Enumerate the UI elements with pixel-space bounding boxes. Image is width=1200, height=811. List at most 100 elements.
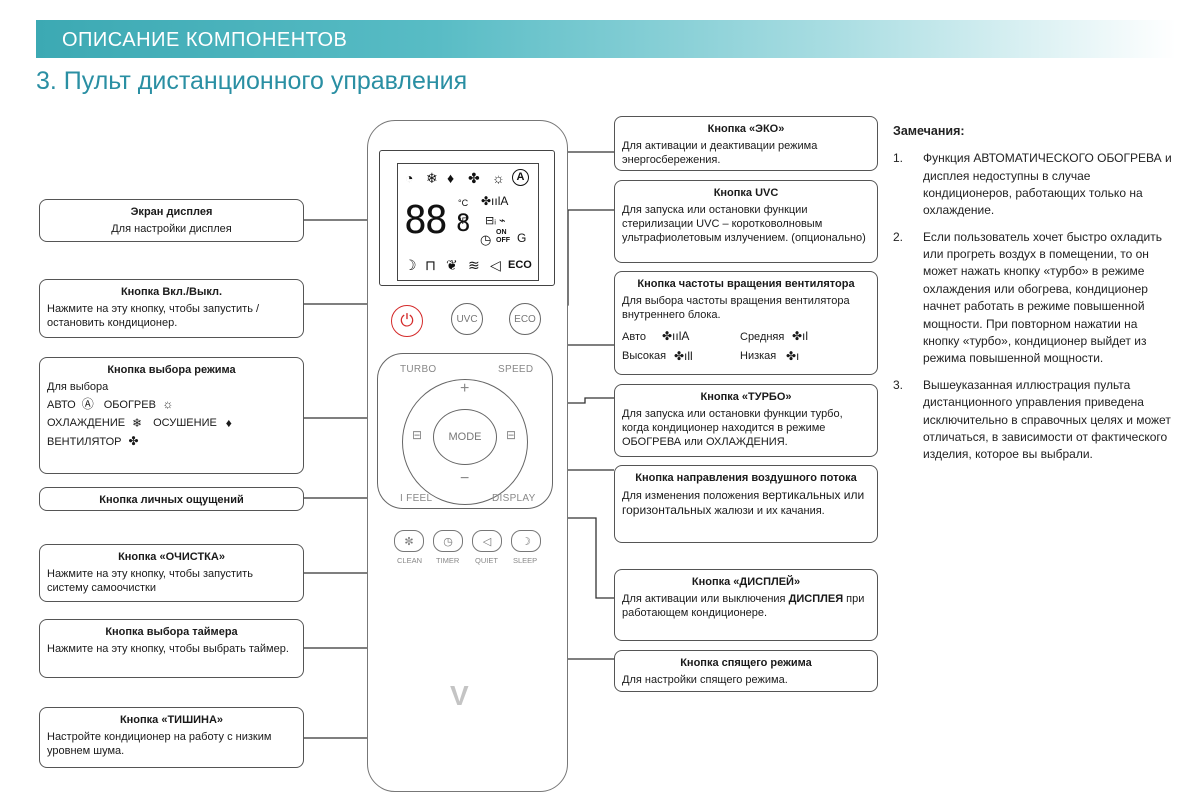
lcd-display: ◔ ❄ ♦ ✤ ☼ A 88 8 °C °F ✤ıılA ⊟ᵢ ⌁ ◷ ON O… [397,163,539,281]
callout-eco-button: Кнопка «ЭКО» Для активации и деактивации… [614,116,878,171]
fan-speed-icon: ✤ıılA [481,194,509,208]
callout-display-screen: Экран дисплея Для настройки дисплея [39,199,304,242]
note-text: Вышеуказанная иллюстрация пульта дистанц… [923,377,1171,462]
display-button[interactable]: DISPLAY [492,493,536,504]
wifi-icon: ◔ [405,170,414,186]
lcd-temperature-digits: 88 [404,198,448,242]
sun-icon: ☼ [162,397,174,412]
quiet-label: QUIET [475,556,498,565]
callout-title: Кнопка «ОЧИСТКА» [118,551,225,563]
mode-cool-label: ОХЛАЖДЕНИЕ [47,417,126,430]
heat-waves-icon: ≋ [468,257,480,273]
mode-auto-label: АВТО [47,398,76,411]
mute-icon: ◁ [482,535,492,548]
lcd-celsius: °C [458,198,469,208]
callout-desc-part: Для изменения положения [622,490,763,503]
callout-title: Кнопка «ТИШИНА» [119,714,224,726]
mode-dry-label: ОСУШЕНИЕ [153,417,217,430]
sleep-moon-icon: ☽ [404,257,417,273]
callout-mode-button: Кнопка выбора режима Для выбора АВТО Ⓐ О… [39,357,304,474]
callout-swing-button: Кнопка направления воздушного потока Для… [614,465,878,543]
brand-logo-icon: V [450,680,469,711]
lock-icon: ⊓ [425,257,436,273]
fan-icon: ✤ [128,433,139,448]
speed-high-label: Высокая [622,350,667,363]
clean-button[interactable]: ✼ [394,530,424,552]
section-banner: ОПИСАНИЕ КОМПОНЕНТОВ [36,20,1176,58]
callout-title: Кнопка «ДИСПЛЕЙ» [691,576,801,588]
right-swing-icon[interactable]: ⊟ [506,428,517,442]
mode-button[interactable]: MODE [433,409,497,465]
callout-title: Кнопка спящего режима [680,657,812,669]
callout-intro: Для выбора [47,381,109,394]
callout-desc-part: при работающем кондиционере. [622,593,865,620]
note-number: 1. [893,151,904,166]
callout-title: Кнопка личных ощущений [99,494,244,506]
droplet-icon: ♦ [225,415,232,430]
auto-a-icon: Ⓐ [81,397,94,412]
callout-desc: Настройте кондиционер на работу с низким… [47,731,272,758]
callout-speed-button: Кнопка частоты вращения вентилятора Для … [614,271,878,375]
callout-desc: Нажмите на эту кнопку, чтобы запустить с… [47,568,253,595]
callout-clean-button: Кнопка «ОЧИСТКА» Нажмите на эту кнопку, … [39,544,304,602]
uvc-button[interactable]: UVC [451,303,483,335]
droplet-icon: ♦ [447,170,455,186]
power-button[interactable]: ⏻ [391,305,423,337]
snowflake-icon: ❄ [132,415,143,430]
banner-title: ОПИСАНИЕ КОМПОНЕНТОВ [62,29,348,51]
callout-desc: Для активации и деактивации режима энерг… [622,140,818,167]
lcd-fahrenheit: °F [458,216,468,226]
note-item: 2. Если пользователь хочет быстро охлади… [893,229,1173,368]
callout-desc: Для запуска или остановки функции турбо,… [622,408,843,449]
callout-turbo-button: Кнопка «ТУРБО» Для запуска или остановки… [614,384,878,457]
callout-ifeel-button: Кнопка личных ощущений [39,487,304,511]
lcd-eco: ECO [508,259,532,271]
leaf-icon: ❦ [446,257,458,273]
plus-button[interactable]: + [460,380,470,397]
speed-button[interactable]: SPEED [498,364,534,375]
fan-speed-high-icon: ✤ıll [674,348,693,363]
lcd-on: ON [496,229,507,236]
lcd-g: G [517,231,527,245]
notes-panel: Замечания: 1. Функция АВТОМАТИЧЕСКОГО ОБ… [893,122,1173,473]
note-number: 3. [893,377,904,392]
clean-icon: ✼ [404,535,414,548]
callout-desc: Для настройки дисплея [111,223,232,236]
callout-title: Кнопка «ТУРБО» [700,391,792,403]
callout-desc: Для запуска или остановки функции стерил… [622,204,866,245]
fan-speed-auto-icon: ✤ıılA [662,329,690,344]
callout-title: Кнопка «ЭКО» [707,123,785,135]
minus-button[interactable]: − [460,470,470,487]
turbo-button[interactable]: TURBO [400,364,437,375]
timer-label: TIMER [436,556,460,565]
speed-auto-label: Авто [622,330,646,343]
ifeel-button[interactable]: I FEEL [400,493,433,504]
sun-icon: ☼ [492,170,505,186]
callout-desc: Нажмите на эту кнопку, чтобы выбрать тай… [47,643,289,656]
callout-desc: Нажмите на эту кнопку, чтобы запустить /… [47,303,260,330]
callout-desc-emph: ДИСПЛЕЯ [788,593,844,606]
callout-desc: Для выбора частоты вращения вентилятора … [622,295,850,322]
callout-title: Кнопка выбора режима [107,364,236,376]
timer-clock-icon: ◷ [480,232,492,247]
callout-power-button: Кнопка Вкл./Выкл. Нажмите на эту кнопку,… [39,279,304,338]
note-item: 1. Функция АВТОМАТИЧЕСКОГО ОБОГРЕВА и ди… [893,150,1173,220]
mode-fan-label: ВЕНТИЛЯТОР [47,435,122,448]
left-swing-icon[interactable]: ⊟ [412,428,423,442]
sleep-button[interactable]: ☽ [511,530,541,552]
callout-desc-emph: вертикальных или горизонтальных [622,488,865,518]
callout-title: Кнопка UVC [713,187,779,199]
note-text: Функция АВТОМАТИЧЕСКОГО ОБОГРЕВА и диспл… [923,151,1172,218]
callout-title: Кнопка направления воздушного потока [635,472,857,484]
callout-quiet-button: Кнопка «ТИШИНА» Настройте кондиционер на… [39,707,304,768]
quiet-button[interactable]: ◁ [472,530,502,552]
auto-a-icon: A [512,169,529,186]
note-text: Если пользователь хочет быстро охладить … [923,229,1162,366]
snowflake-icon: ❄ [426,170,438,186]
fan-speed-medium-icon: ✤ıl [792,329,809,344]
eco-button[interactable]: ECO [509,303,541,335]
callout-desc-part: жалюзи и их качания. [711,505,825,518]
timer-button[interactable]: ◷ [433,530,463,552]
mode-heat-label: ОБОГРЕВ [103,398,156,411]
fan-speed-low-icon: ✤ı [786,348,800,363]
